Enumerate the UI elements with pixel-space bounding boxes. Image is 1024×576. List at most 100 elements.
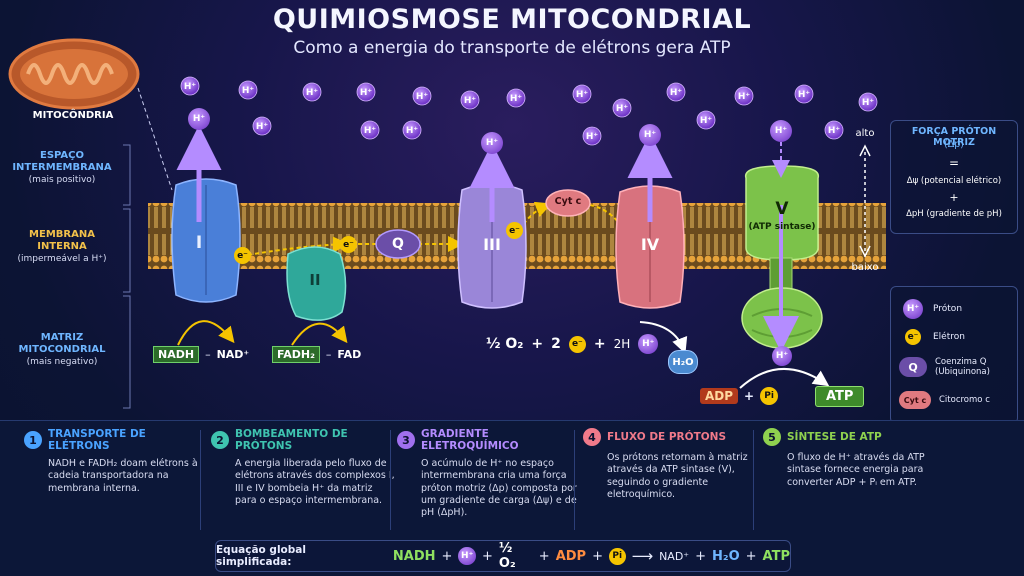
eq-plus-1: + xyxy=(441,548,453,564)
svg-text:H⁺: H⁺ xyxy=(416,92,429,102)
substrate-arrows xyxy=(177,320,830,389)
fadh2-label: FADH₂ xyxy=(272,346,320,363)
eq-nad: NAD⁺ xyxy=(659,549,690,563)
legend-cytc-label: Citocromo c xyxy=(939,395,990,405)
eq-plus-2: + xyxy=(481,548,493,564)
pmf-equals: = xyxy=(948,156,960,170)
equation-label: Equação global simplificada: xyxy=(216,544,306,568)
nad-label: NAD⁺ xyxy=(216,348,250,361)
legend-q-icon: Q xyxy=(899,357,927,378)
q-label: Q xyxy=(392,236,404,252)
svg-text:H⁺: H⁺ xyxy=(464,96,477,106)
electron-chip-1: e⁻ xyxy=(234,247,251,264)
step-1-text: NADH e FADH₂ doam elétrons à cadeia tran… xyxy=(48,458,198,494)
legend-electron: e⁻ Elétron xyxy=(905,329,965,345)
free-proton: H⁺ xyxy=(734,86,754,106)
eq-plus-6: + xyxy=(745,548,757,564)
adp-plus: + xyxy=(744,389,755,403)
atp-product: ATP xyxy=(815,386,865,407)
legend-cytc: Cyt c Citocromo c xyxy=(899,391,990,409)
complex-I-label: I xyxy=(195,233,203,253)
region-membrane-sub: (impermeável a H⁺) xyxy=(17,254,107,264)
two-electrons-count: 2 xyxy=(551,336,561,352)
step-2-number: 2 xyxy=(211,431,229,449)
pmf-box: FORÇA PRÓTON MOTRIZ (Δp) = Δψ (potencial… xyxy=(890,120,1018,234)
h2o-product: H₂O xyxy=(668,350,698,374)
gradient-low-label: baixo xyxy=(851,262,879,273)
step-4-text: Os prótons retornam à matriz através da … xyxy=(607,452,748,501)
step-2-title: BOMBEAMENTO DE PRÓTONS xyxy=(235,428,348,452)
region-matrix: MATRIZ MITOCONDRIAL (mais negativo) xyxy=(6,332,118,367)
legend-cytc-icon: Cyt c xyxy=(899,391,931,409)
step-divider-1 xyxy=(200,430,201,530)
svg-text:H⁺: H⁺ xyxy=(700,116,713,126)
region-matrix-sub: (mais negativo) xyxy=(26,357,98,367)
legend-box: H⁺ Próton e⁻ Elétron Q Coenzima Q (Ubiqu… xyxy=(890,286,1018,424)
step-1-number: 1 xyxy=(24,431,42,449)
region-intermembrane-sub: (mais positivo) xyxy=(28,175,96,185)
step-divider-3 xyxy=(574,430,575,530)
eq-plus-3: + xyxy=(538,548,550,564)
free-proton: H⁺ xyxy=(302,82,322,102)
cytochrome-c-shape xyxy=(545,189,591,217)
o2-plus-2: + xyxy=(593,336,606,352)
step-divider-4 xyxy=(753,430,754,530)
step-3-title: GRADIENTE ELETROQUÍMICO xyxy=(421,428,519,452)
eq-arrow: ⟶ xyxy=(631,547,654,565)
region-intermembrane: ESPAÇO INTERMEMBRANA (mais positivo) xyxy=(6,150,118,185)
adp-label: ADP xyxy=(700,388,739,404)
complex-II-label: II xyxy=(309,271,321,289)
nadh-reaction: NADH – NAD⁺ xyxy=(153,346,249,363)
legend-q: Q Coenzima Q (Ubiquinona) xyxy=(899,357,990,378)
step-divider-2 xyxy=(390,430,391,530)
region-matrix-title-1: MATRIZ xyxy=(40,332,84,343)
eq-proton: H⁺ xyxy=(458,547,476,565)
incoming-proton-V: H⁺ xyxy=(770,120,792,142)
o2-plus: + xyxy=(531,336,544,352)
gradient-arrow xyxy=(859,144,871,258)
svg-text:H⁺: H⁺ xyxy=(862,98,875,108)
eq-half-o2: ½ O₂ xyxy=(498,541,516,571)
step-3-number: 3 xyxy=(397,431,415,449)
step-4-number: 4 xyxy=(583,428,601,446)
step-5-number: 5 xyxy=(763,428,781,446)
pmf-title-2: (Δp) xyxy=(944,139,964,150)
region-intermembrane-title-2: INTERMEMBRANA xyxy=(12,161,112,173)
free-proton: H⁺ xyxy=(506,88,526,108)
proton-pump-arrows xyxy=(176,125,673,222)
free-proton: H⁺ xyxy=(180,76,200,96)
pi-chip: Pi xyxy=(760,387,779,405)
eq-adp: ADP xyxy=(555,548,587,564)
region-membrane-title-2: INTERNA xyxy=(37,240,87,252)
two-h-label: 2H xyxy=(613,337,631,351)
region-membrane-title-1: MEMBRANA xyxy=(29,229,95,240)
free-proton: H⁺ xyxy=(696,110,716,130)
free-proton: H⁺ xyxy=(824,120,844,140)
complex-III-label: III xyxy=(483,235,501,254)
mitochondria-label: MITOCÔNDRIA xyxy=(32,110,114,121)
svg-text:H⁺: H⁺ xyxy=(242,86,255,96)
legend-proton-label: Próton xyxy=(933,304,963,314)
complex-V-sublabel: (ATP sintase) xyxy=(748,222,816,232)
zoom-pointer-line xyxy=(137,87,173,191)
pmf-ph: ΔpH (gradiente de pH) xyxy=(906,209,1002,219)
free-proton: H⁺ xyxy=(858,92,878,112)
nadh-dash: – xyxy=(205,348,211,361)
svg-text:H⁺: H⁺ xyxy=(306,88,319,98)
eq-pi: Pi xyxy=(608,547,626,565)
global-equation: Equação global simplificada: NADH + H⁺ +… xyxy=(215,540,791,572)
complex-III xyxy=(457,183,527,309)
svg-text:H⁺: H⁺ xyxy=(586,132,599,142)
reaction-electron-chip: e⁻ xyxy=(568,335,586,353)
coenzyme-q-shape xyxy=(375,229,421,259)
legend-electron-label: Elétron xyxy=(933,332,965,342)
free-proton: H⁺ xyxy=(360,120,380,140)
svg-text:H⁺: H⁺ xyxy=(576,90,589,100)
page-title: QUIMIOSMOSE MITOCONDRIAL xyxy=(272,4,752,35)
legend-proton-icon: H⁺ xyxy=(903,299,923,319)
pmf-plus: + xyxy=(949,191,959,204)
